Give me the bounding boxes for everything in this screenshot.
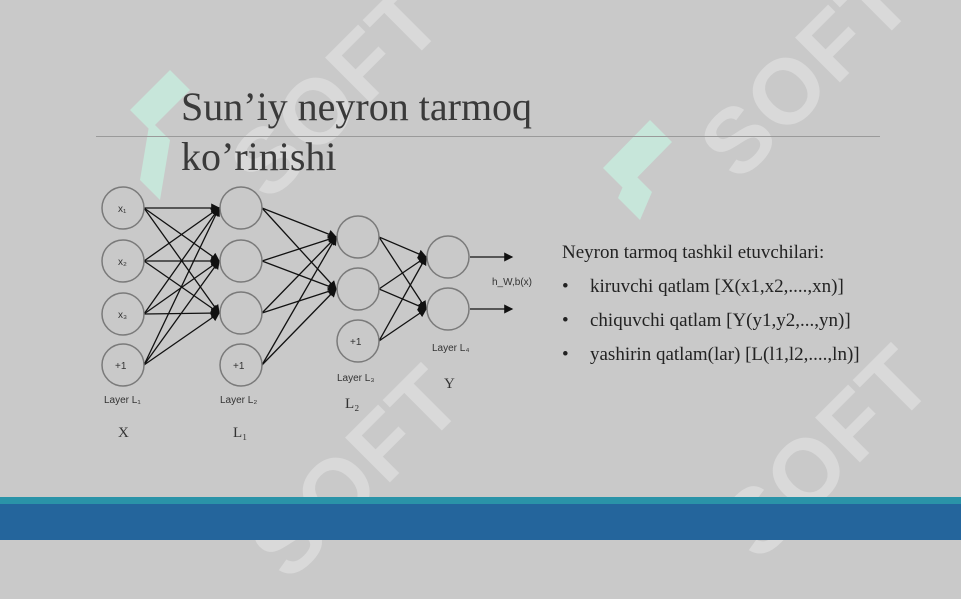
letter-label: L₂ bbox=[345, 396, 359, 412]
letter-label: X bbox=[118, 425, 129, 441]
node-label: x₂ bbox=[118, 257, 127, 268]
hidden2-node bbox=[336, 267, 380, 311]
node-label: +1 bbox=[350, 337, 362, 348]
content-intro: Neyron tarmoq tashkil etuvchilari: bbox=[562, 242, 825, 263]
layer-label: Layer L₁ bbox=[104, 395, 141, 406]
input-node bbox=[101, 292, 145, 336]
title-line-1: Sun’iy neyron tarmoq bbox=[181, 84, 533, 129]
connections bbox=[143, 203, 514, 366]
node-label: +1 bbox=[233, 361, 245, 372]
bias-node bbox=[336, 319, 380, 363]
layer-label: Layer L₃ bbox=[337, 373, 374, 384]
node-label: x₁ bbox=[118, 204, 127, 215]
hidden2-node bbox=[336, 215, 380, 259]
slide-title: Sun’iy neyron tarmoq ko’rinishi bbox=[181, 82, 641, 182]
node-label: +1 bbox=[115, 361, 127, 372]
letter-label: Y bbox=[444, 376, 455, 392]
node-label: x₃ bbox=[118, 310, 127, 321]
letter-label: L₁ bbox=[233, 425, 247, 441]
output-label: h_W,b(x) bbox=[492, 277, 532, 288]
neural-network-diagram: x₁ x₂ x₃ +1 +1 +1 h_W,b(x) Layer L₁ Laye… bbox=[101, 186, 532, 441]
layer-label: Layer L₂ bbox=[220, 395, 257, 406]
bullet-item: chiquvchi qatlam [Y(y1,y2,...,yn)] bbox=[562, 310, 952, 332]
hidden1-node bbox=[219, 186, 263, 230]
output-node bbox=[426, 287, 470, 331]
title-line-2: ko’rinishi bbox=[181, 134, 337, 179]
footer-accent-bar bbox=[0, 497, 961, 504]
bullet-list: kiruvchi qatlam [X(x1,x2,....,xn)] chiqu… bbox=[562, 276, 952, 366]
input-node bbox=[101, 239, 145, 283]
output-node bbox=[426, 235, 470, 279]
hidden1-node bbox=[219, 291, 263, 335]
hidden1-node bbox=[219, 239, 263, 283]
footer-bar bbox=[0, 504, 961, 540]
content-text: Neyron tarmoq tashkil etuvchilari: kiruv… bbox=[562, 242, 952, 378]
layer-label: Layer L₄ bbox=[432, 343, 469, 354]
bullet-item: yashirin qatlam(lar) [L(l1,l2,....,ln)] bbox=[562, 344, 952, 366]
bias-node bbox=[219, 343, 263, 387]
title-divider bbox=[96, 136, 880, 137]
bullet-item: kiruvchi qatlam [X(x1,x2,....,xn)] bbox=[562, 276, 952, 298]
bias-node bbox=[101, 343, 145, 387]
input-node bbox=[101, 186, 145, 230]
